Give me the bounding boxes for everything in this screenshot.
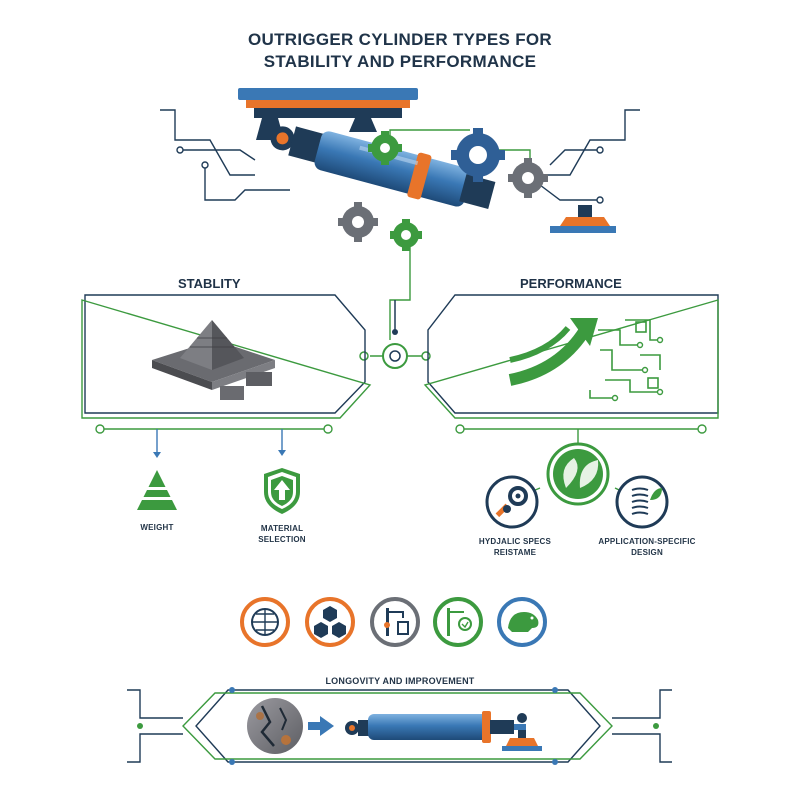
material-selection-label: MATERIAL SELECTION (242, 523, 322, 545)
gauge-valve-icon (370, 597, 420, 647)
outrigger-beam (238, 88, 418, 140)
gear-icon (451, 128, 505, 182)
bottom-banner-frame (127, 689, 672, 763)
center-connector (359, 300, 431, 369)
longevity-label: LONGOVITY AND IMPROVEMENT (325, 676, 475, 686)
material-selection-line1: MATERIAL (260, 524, 304, 533)
performance-panel (423, 294, 719, 419)
performance-heading: PERFORMANCE (520, 276, 622, 291)
growth-arrow-circuit-icon (508, 318, 664, 402)
animal-icon (497, 597, 547, 647)
crane-gauge-icon (433, 597, 483, 647)
gear-icon (338, 202, 378, 242)
wrench-gear-icon (485, 475, 539, 529)
hydraulic-specs-line1: HYDJALIC SPECS (478, 537, 552, 546)
top-circuit-lines (160, 109, 640, 201)
application-design-line1: APPLICATION-SPECIFIC (598, 537, 696, 546)
page-title-line1: OUTRIGGER CYLINDER TYPES FOR (247, 30, 553, 49)
hydraulic-specs-label: HYDJALIC SPECS REISTAME (470, 536, 560, 558)
pyramid-icon (135, 470, 179, 510)
material-selection-line2: SELECTION (258, 535, 306, 544)
spring-leaf-icon (615, 475, 669, 529)
gear-icon (390, 219, 422, 251)
pyramid-on-blocks-icon (152, 320, 275, 400)
weight-label: WEIGHT (140, 523, 174, 532)
improved-cylinder-icon (345, 711, 542, 751)
hex-cluster-icon (305, 597, 355, 647)
leaf-icon (546, 442, 610, 506)
hydraulic-specs-line2: REISTAME (493, 548, 537, 557)
gear-icon (368, 131, 402, 165)
page-title-line2: STABILITY AND PERFORMANCE (263, 52, 537, 71)
corroded-metal-icon (247, 698, 303, 754)
outrigger-foot-pad (550, 205, 616, 233)
grid-circle-icon (240, 597, 290, 647)
stability-subrow-line (95, 424, 333, 458)
arrow-right-icon (308, 716, 334, 736)
stability-panel (81, 294, 372, 419)
gear-icon (508, 158, 548, 198)
stability-heading: STABLITY (178, 276, 241, 291)
application-design-label: APPLICATION-SPECIFIC DESIGN (592, 536, 702, 558)
shield-arrow-icon (264, 468, 300, 514)
application-design-line2: DESIGN (631, 548, 663, 557)
bottom-banner-dots (137, 687, 659, 765)
